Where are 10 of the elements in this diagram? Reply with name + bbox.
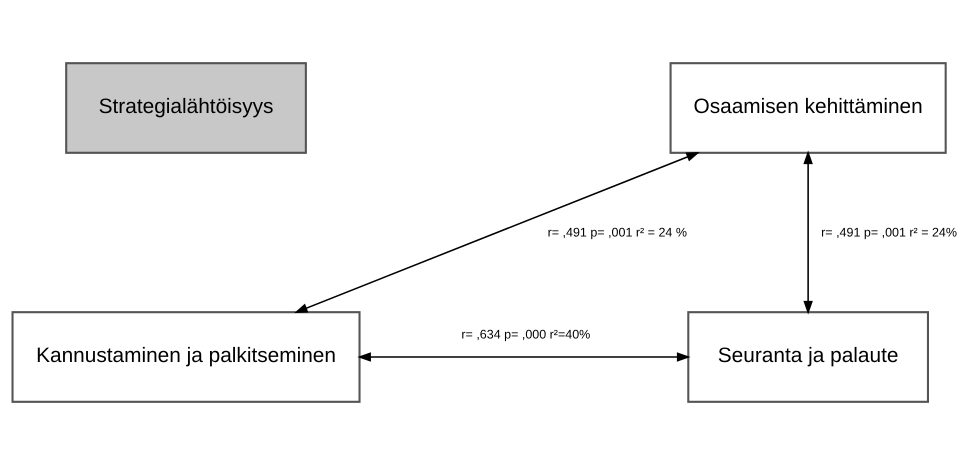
node-box: Seuranta ja palaute: [687, 311, 929, 403]
node-box: Strategialähtöisyys: [65, 62, 307, 154]
edge-label: r= ,491 p= ,001 r² = 24%: [821, 225, 958, 240]
arrow: [294, 152, 700, 314]
edge-label: r= ,491 p= ,001 r² = 24 %: [548, 225, 687, 240]
node-box: Osaamisen kehittäminen: [670, 62, 947, 154]
arrow: [357, 352, 690, 362]
edge-label: r= ,634 p= ,000 r²=40%: [461, 327, 590, 342]
node-box: Kannustaminen ja palkitseminen: [11, 311, 361, 403]
arrow: [803, 150, 813, 314]
